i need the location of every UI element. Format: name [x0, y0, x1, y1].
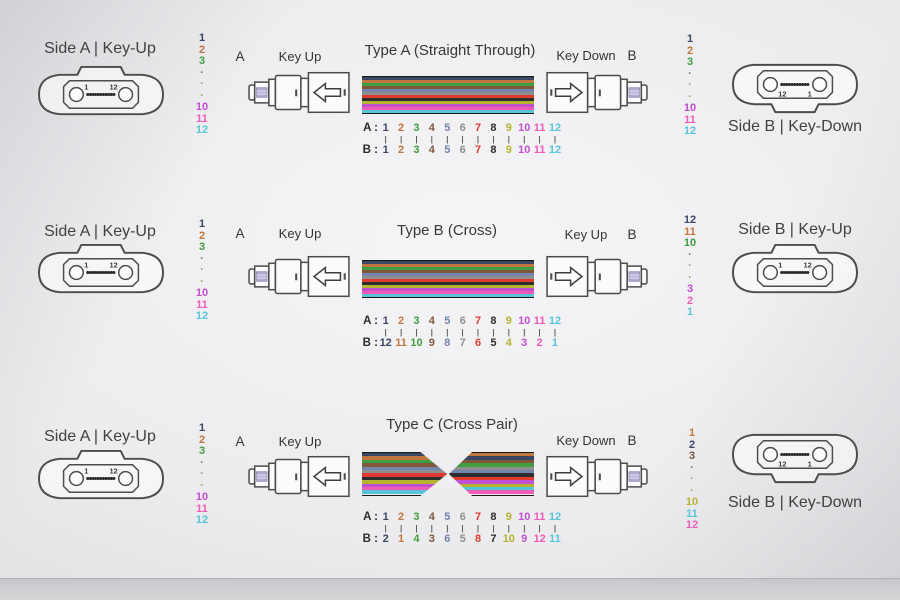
- connector-a-label-row1: A: [235, 49, 245, 64]
- side-a-label-row1: Side A | Key-Up: [44, 40, 156, 57]
- svg-text:12: 12: [778, 459, 786, 468]
- svg-text:1: 1: [84, 83, 88, 92]
- svg-text:1: 1: [778, 261, 782, 270]
- connector-b-label-row1: B: [627, 48, 637, 63]
- ribbon-cable-cross-pair-row3: [362, 452, 534, 496]
- row-title-type-b: Type B (Cross): [396, 222, 498, 239]
- connector-b-label-row2: B: [627, 227, 637, 242]
- map-b-label: B :: [362, 144, 378, 156]
- key-up-label-row3: Key Up: [278, 434, 322, 449]
- map-a-label: A :: [363, 315, 378, 327]
- cross-cable-right-wedge: [448, 452, 534, 496]
- connector-b-label-row3: B: [627, 433, 637, 448]
- row-title-type-c: Type C (Cross Pair): [386, 416, 518, 433]
- key-up-label-row2-left: Key Up: [278, 226, 322, 241]
- bottom-shadow-bar: [0, 578, 900, 600]
- side-a-label-row3: Side A | Key-Up: [44, 428, 156, 445]
- row-title-type-a: Type A (Straight Through): [364, 42, 536, 59]
- mpo-face-side-a-key-up-row3: 1 12: [32, 446, 170, 509]
- mpo-connector-a-row1: [246, 68, 352, 117]
- map-b-label: B :: [362, 533, 378, 545]
- svg-text:12: 12: [110, 83, 118, 92]
- map-a-label: A :: [363, 511, 378, 523]
- key-up-label-row2-right: Key Up: [564, 227, 608, 242]
- mpo-connector-b-row2: [544, 252, 650, 301]
- key-up-label-row1: Key Up: [278, 49, 322, 64]
- mpo-connector-a-row3: [246, 452, 352, 501]
- cross-cable-left-wedge: [362, 452, 448, 496]
- side-b-label-row3: Side B | Key-Down: [728, 494, 862, 511]
- map-a-label: A :: [363, 122, 378, 134]
- map-link-bars: ||||||||||||: [384, 327, 557, 337]
- ribbon-cable-row2: [362, 260, 534, 298]
- key-down-label-row3: Key Down: [556, 433, 616, 448]
- svg-text:12: 12: [110, 467, 118, 476]
- fiber-map-links-row1: ||||||||||||: [352, 134, 563, 145]
- mpo-face-side-a-key-up-row1: 1 12: [32, 62, 170, 125]
- mpo-face-side-a-key-up-row2: 1 12: [32, 240, 170, 303]
- svg-text:1: 1: [808, 89, 812, 98]
- fiber-map-links-row3: ||||||||||||: [352, 523, 563, 534]
- side-b-label-row2: Side B | Key-Up: [738, 221, 852, 238]
- map-link-bars: ||||||||||||: [384, 134, 557, 144]
- key-down-label-row1: Key Down: [556, 48, 616, 63]
- svg-text:1: 1: [84, 261, 88, 270]
- map-link-bars: ||||||||||||: [384, 523, 557, 533]
- mpo-face-side-b-key-up-row2: 1 12: [726, 240, 864, 303]
- connector-a-label-row3: A: [235, 434, 245, 449]
- mpo-connector-b-row3: [544, 452, 650, 501]
- svg-text:1: 1: [808, 459, 812, 468]
- svg-text:1: 1: [84, 467, 88, 476]
- svg-text:12: 12: [804, 261, 812, 270]
- ribbon-cable-row1: [362, 76, 534, 114]
- mpo-connector-b-row1: [544, 68, 650, 117]
- mpo-connector-a-row2: [246, 252, 352, 301]
- side-b-label-row1: Side B | Key-Down: [728, 118, 862, 135]
- mpo-face-side-b-key-down-row3: 12 1: [726, 424, 864, 487]
- fiber-map-links-row2: ||||||||||||: [352, 327, 563, 338]
- mpo-face-side-b-key-down-row1: 12 1: [726, 54, 864, 117]
- side-a-label-row2: Side A | Key-Up: [44, 223, 156, 240]
- svg-text:12: 12: [110, 261, 118, 270]
- svg-text:12: 12: [778, 89, 786, 98]
- connector-a-label-row2: A: [235, 226, 245, 241]
- map-b-label: B :: [362, 337, 378, 349]
